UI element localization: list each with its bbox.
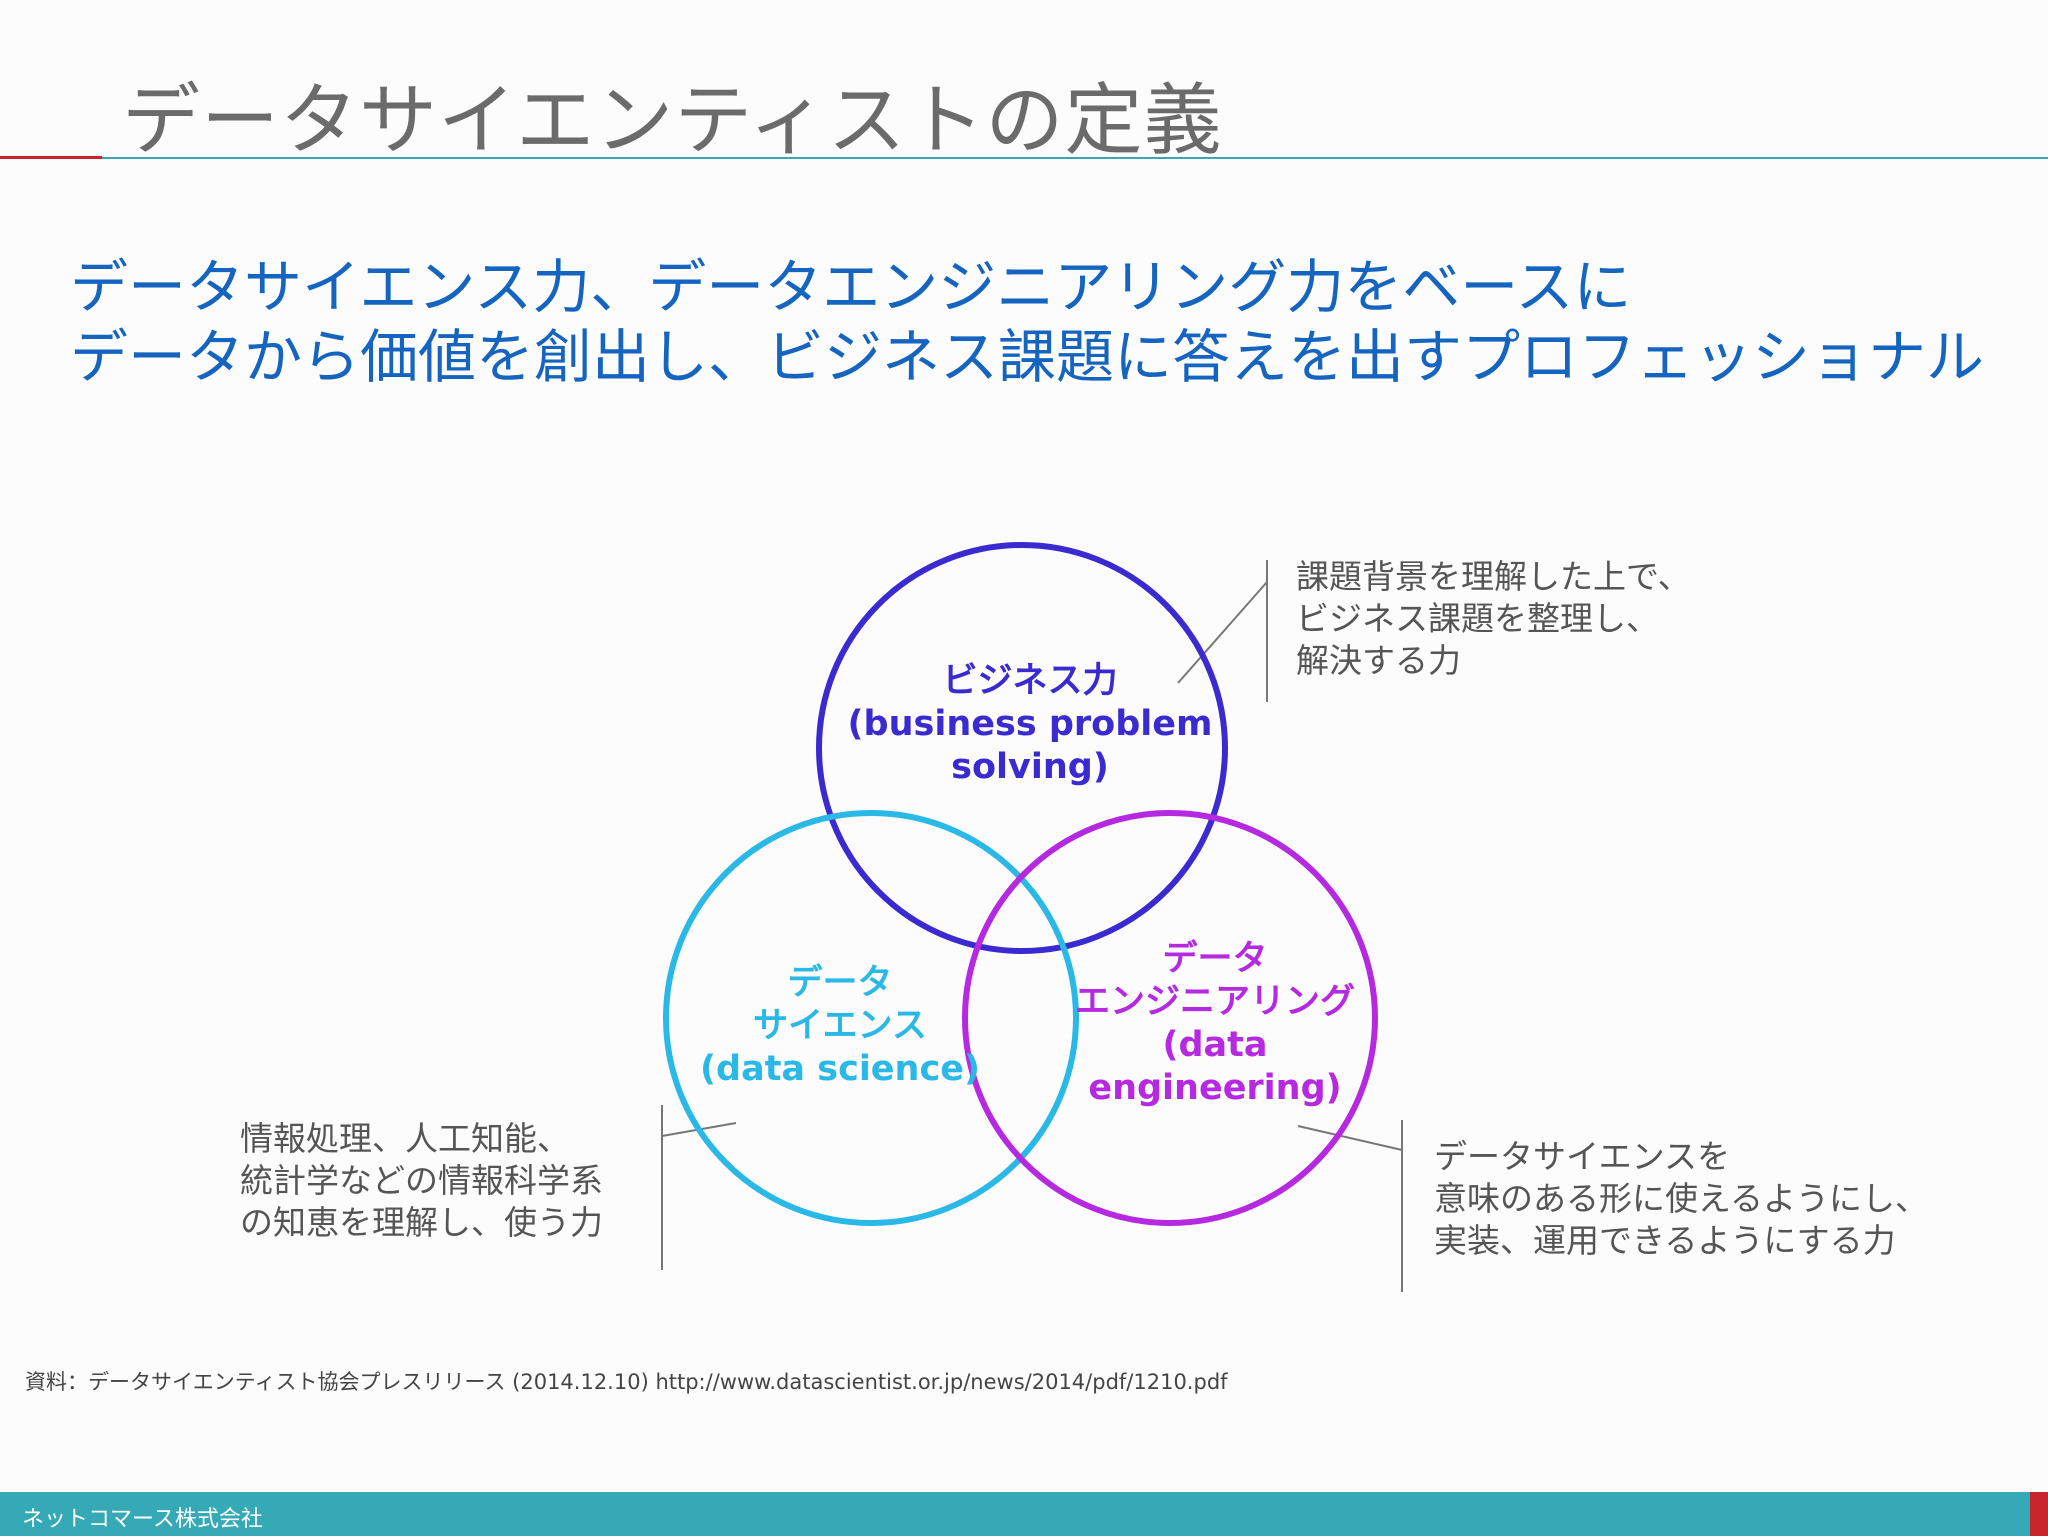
company-name: ネットコマース株式会社 [22,1507,263,1532]
footer-bar: ネットコマース株式会社 [0,1492,2048,1536]
data-science-label-line-3: (data science) [700,1049,980,1089]
business-description-line-2: ビジネス課題を整理し、 [1296,599,1659,638]
business-description-line-1: 課題背景を理解した上で、 [1296,557,1691,596]
data-engineering-label-line-1: データ [1162,939,1268,979]
data-science-description-line-3: の知恵を理解し、使う力 [240,1203,603,1242]
data-engineering-description-line-1: データサイエンスを [1434,1137,1731,1176]
title-rule-accent [0,156,102,159]
data-science-label-line-2: サイエンス [753,1006,927,1046]
business-circle [816,542,1228,954]
business-label-line-1: ビジネス力 [942,661,1118,701]
subtitle-line-1: データサイエンス力、データエンジニアリング力をベースに [70,253,1632,321]
data-science-label-line-1: データ [787,963,893,1003]
data-science-label: データ サイエンス (data science) [680,962,1000,1091]
leader-line-de-diagonal [1297,1125,1403,1151]
business-skill-label: ビジネス力 (business problem solving) [830,660,1230,789]
data-engineering-label-line-4: engineering) [1088,1068,1342,1108]
business-description-line-3: 解決する力 [1296,641,1461,680]
data-engineering-description-line-2: 意味のある形に使えるようにし、 [1434,1179,1929,1218]
business-label-line-3: solving) [951,747,1109,787]
leader-line-business-diagonal [1177,581,1268,684]
data-science-circle [663,810,1079,1226]
subtitle: データサイエンス力、データエンジニアリング力をベースに データから価値を創出し、… [70,252,1984,392]
data-science-description: 情報処理、人工知能、 統計学などの情報科学系 の知恵を理解し、使う力 [240,1118,603,1244]
data-science-description-line-1: 情報処理、人工知能、 [240,1119,570,1158]
subtitle-line-2: データから価値を創出し、ビジネス課題に答えを出すプロフェッショナル [70,323,1985,391]
data-engineering-label-line-3: (data [1162,1025,1268,1065]
footer-accent [2030,1492,2048,1536]
page-title: データサイエンティストの定義 [122,76,1223,166]
data-engineering-circle [962,810,1378,1226]
data-engineering-label: データ エンジニアリング (data engineering) [1060,938,1370,1110]
title-rule [102,157,2048,159]
source-citation: 資料：データサイエンティスト協会プレスリリース (2014.12.10) htt… [25,1370,1228,1394]
business-description: 課題背景を理解した上で、 ビジネス課題を整理し、 解決する力 [1296,556,1691,682]
data-engineering-description: データサイエンスを 意味のある形に使えるようにし、 実装、運用できるようにする力 [1434,1136,1928,1262]
data-engineering-description-line-3: 実装、運用できるようにする力 [1434,1221,1896,1260]
data-science-description-line-2: 統計学などの情報科学系 [240,1161,603,1200]
business-label-line-2: (business problem [847,704,1213,744]
data-engineering-label-line-2: エンジニアリング [1074,982,1355,1022]
